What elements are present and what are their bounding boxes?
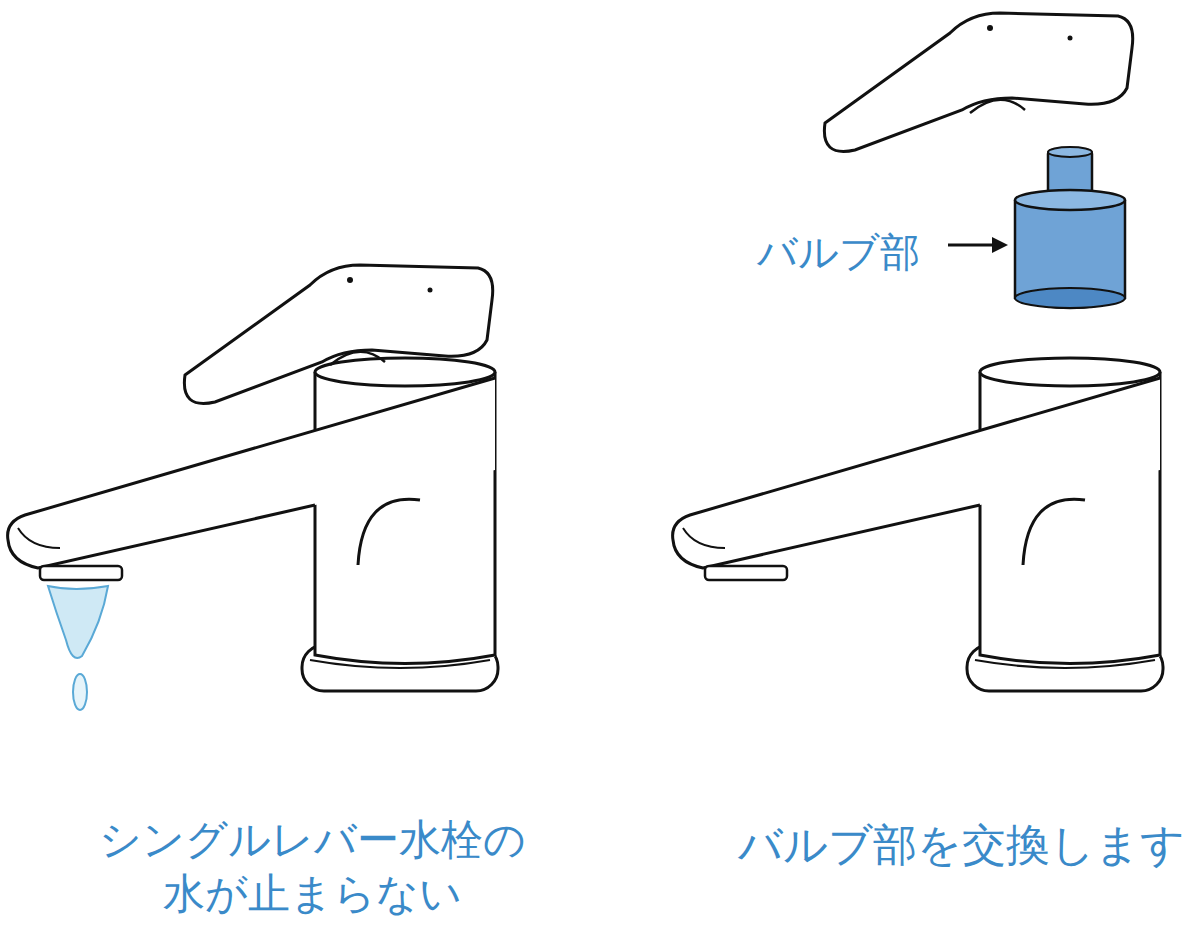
part-label: バルブ部	[723, 226, 953, 278]
caption-left: シングルレバー水栓の 水が止まらない	[72, 813, 552, 922]
caption-right: バルブ部を交換します	[726, 816, 1196, 873]
